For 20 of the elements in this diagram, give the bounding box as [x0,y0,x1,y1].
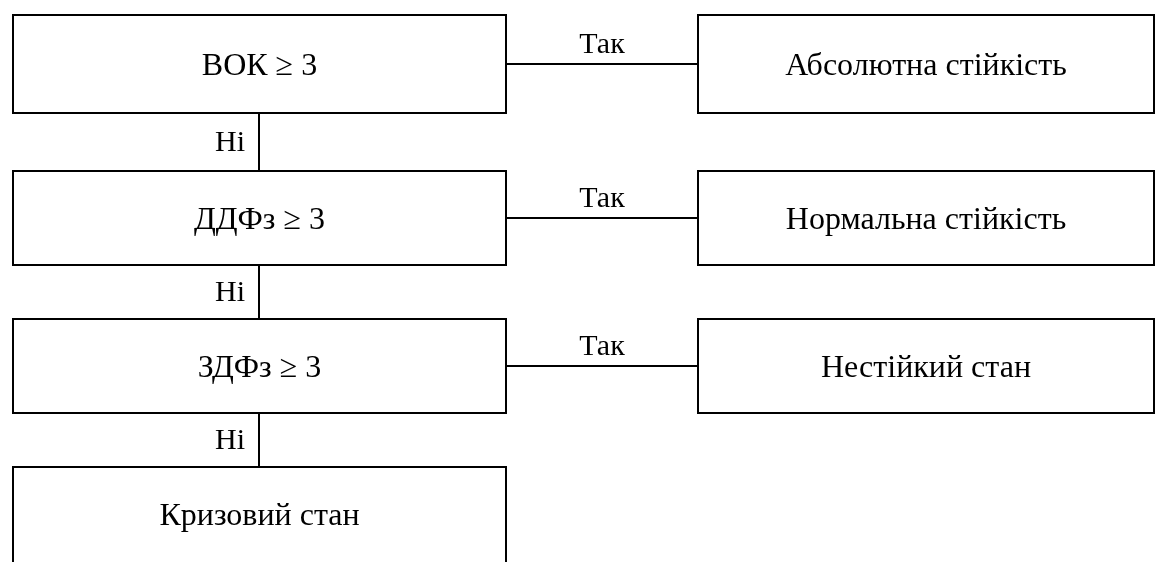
connector-line [506,365,698,367]
connector-line [506,63,698,65]
box-text: Абсолютна стійкість [785,45,1067,84]
box-text: Нестійкий стан [821,347,1031,386]
connector-line [258,265,260,319]
process-box [697,14,1155,114]
connector-line [506,217,698,219]
process-box [12,318,507,414]
connector-line [258,413,260,467]
process-box [12,170,507,266]
process-box [12,466,507,562]
process-box [12,14,507,114]
box-text: ВОК ≥ 3 [201,45,318,84]
connector-line [258,113,260,171]
box-text: ДДФз ≥ 3 [193,199,326,238]
process-box [697,318,1155,414]
process-box [697,170,1155,266]
box-text: Кризовий стан [159,495,360,534]
box-text: Нормальна стійкість [785,199,1067,238]
box-text: ЗДФз ≥ 3 [197,347,322,386]
